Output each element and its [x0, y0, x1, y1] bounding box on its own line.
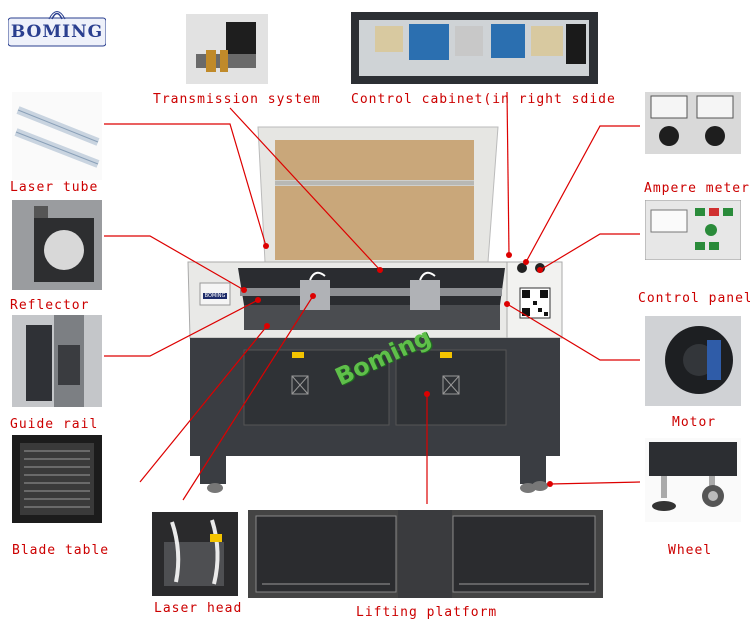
lifting-platform-photo [248, 510, 603, 598]
transmission-photo [186, 14, 268, 84]
laser-tube-photo [12, 92, 102, 180]
label-control-panel: Control panel [638, 291, 750, 306]
label-transmission-system: Transmission system [153, 92, 321, 107]
control-cabinet-photo [351, 12, 598, 84]
label-blade-table: Blade table [12, 543, 110, 558]
label-motor: Motor [672, 415, 717, 430]
label-lifting-platform: Lifting platform [356, 605, 498, 620]
blade-table-photo [12, 435, 102, 523]
reflector-photo [12, 200, 102, 290]
label-wheel: Wheel [668, 543, 713, 558]
brand-logo: BOMING [7, 8, 107, 48]
label-control-cabinet: Control cabinet(in right sdide [351, 92, 616, 107]
ampere-meter-photo [645, 92, 741, 154]
label-ampere-meter: Ampere meter [644, 181, 750, 196]
laser-head-photo [152, 512, 238, 596]
label-guide-rail: Guide rail [10, 417, 99, 432]
control-panel-photo [645, 200, 741, 260]
logo-text: BOMING [10, 22, 104, 42]
guide-rail-photo [12, 315, 102, 407]
label-laser-tube: Laser tube [10, 180, 99, 195]
label-reflector: Reflector [10, 298, 90, 313]
motor-photo [645, 316, 741, 406]
wheel-photo [645, 438, 741, 522]
brand-plate: BOMING [203, 293, 227, 299]
label-laser-head: Laser head [154, 601, 243, 616]
